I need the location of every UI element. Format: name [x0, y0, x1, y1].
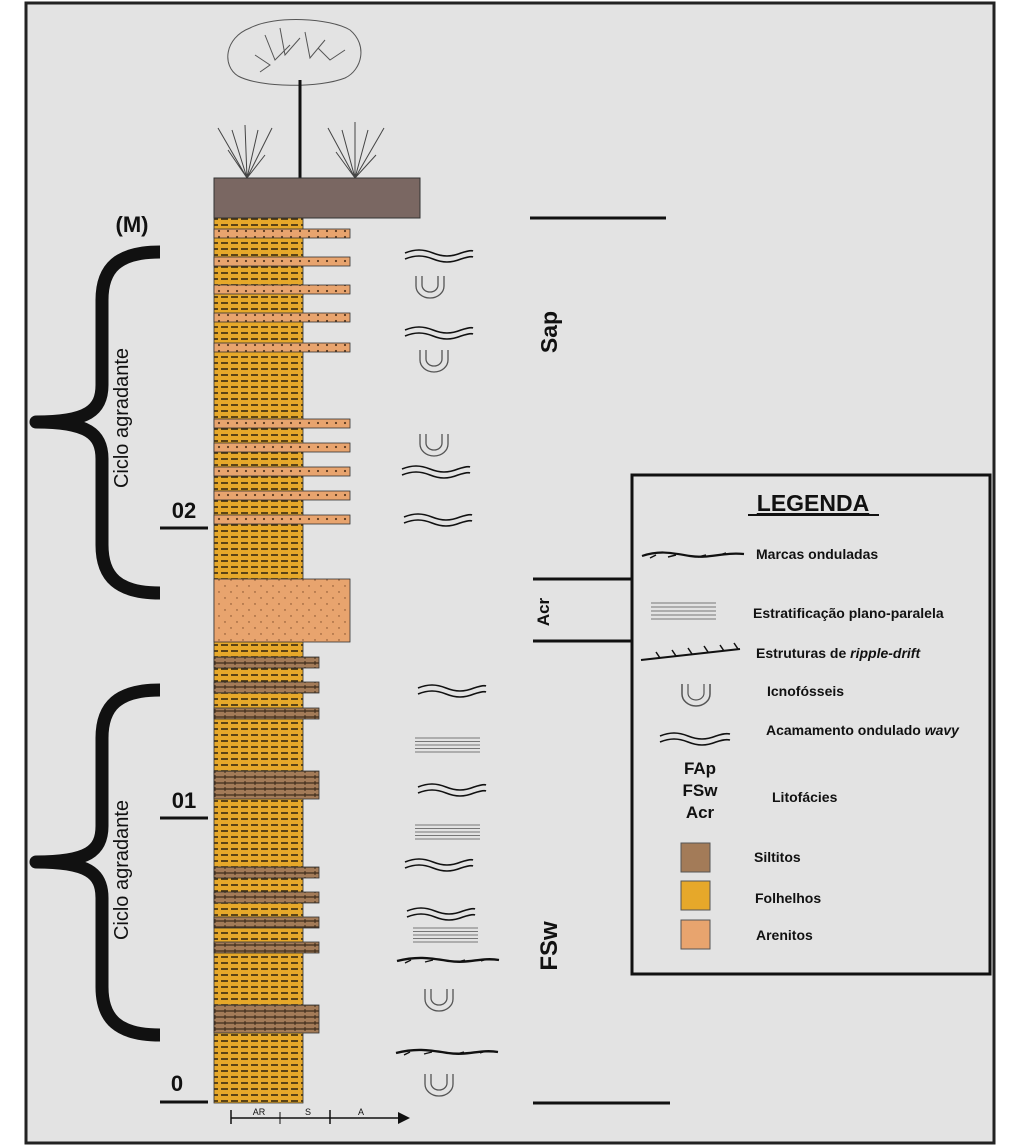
facies-label-acr: Acr [534, 597, 553, 626]
lithology-column [213, 217, 351, 1104]
wavy-bedding-icon [404, 858, 474, 872]
legend-label-siltito: Siltitos [754, 849, 801, 865]
legend-swatch-siltito [680, 842, 711, 873]
grass-icon [217, 122, 385, 179]
sandstone-bed [213, 284, 351, 295]
ichnofossil-icon [424, 1074, 454, 1097]
sandstone-bed [213, 442, 351, 453]
wavy-bedding-icon [404, 326, 474, 340]
sandstone-bed-acr [213, 578, 351, 643]
sandstone-bed [213, 514, 351, 525]
scale-label-01: 01 [172, 788, 196, 813]
sandstone-bed [213, 312, 351, 323]
facies-label-fsw: FSw [536, 921, 563, 971]
scale-label-0: 0 [171, 1071, 183, 1096]
legend-label-folhelho: Folhelhos [755, 890, 821, 906]
siltstone-bed [213, 891, 320, 904]
plane-parallel-icon [651, 602, 716, 620]
legend-label-arenito: Arenitos [756, 927, 813, 943]
legend-label-ichnofossil: Icnofósseis [767, 683, 844, 699]
legend-code-fap: FAp [684, 759, 716, 778]
soil-layer [213, 177, 421, 219]
grain-size-axis: AR S A [230, 1107, 410, 1124]
legend-code-fsw: FSw [683, 781, 719, 800]
legend-label-wavy: Acamamento ondulado wavy [766, 722, 960, 738]
legend-box [630, 473, 992, 976]
grain-label-ar: AR [253, 1107, 266, 1117]
ripple-drift-prefix: Estruturas de [756, 645, 850, 661]
upper-cycle-brace: Ciclo agradante [29, 245, 161, 600]
legend-code-acr: Acr [686, 803, 715, 822]
legend-title: LEGENDA [757, 490, 869, 516]
sandstone-bed [213, 418, 351, 429]
wavy-prefix: Acamamento ondulado [766, 722, 925, 738]
ripple-drift-icon [640, 642, 741, 661]
wavy-bedding-icon [404, 249, 474, 263]
sandstone-bed [213, 490, 351, 501]
sandstone-bed [213, 256, 351, 267]
legend-label-lithofacies: Litofácies [772, 789, 838, 805]
ripple-marks-icon [403, 1050, 487, 1056]
lower-cycle-label: Ciclo agradante [111, 800, 133, 940]
legend: LEGENDA Marcas onduladas Estratificação … [630, 473, 992, 976]
upper-cycle-label: Ciclo agradante [111, 348, 133, 488]
legend-label-ripple-marks: Marcas onduladas [756, 546, 878, 562]
sandstone-bed [213, 466, 351, 477]
structure-symbols [395, 249, 500, 1097]
wavy-bedding-icon [401, 465, 471, 479]
legend-label-plane-parallel: Estratificação plano-paralela [753, 605, 944, 621]
siltstone-bed [213, 681, 320, 694]
ichnofossil-icon [415, 276, 445, 299]
legend-swatch-arenito [680, 919, 711, 950]
scale-unit-label: (M) [116, 212, 149, 237]
wavy-bedding-icon [659, 732, 731, 746]
ichnofossil-icon [424, 989, 454, 1012]
wavy-bedding-icon [417, 684, 487, 698]
grain-label-s: S [305, 1107, 311, 1117]
ripple-drift-em: ripple-drift [850, 645, 921, 661]
siltstone-bed [213, 916, 320, 929]
siltstone-bed [213, 707, 320, 720]
ichnofossil-icon [419, 434, 449, 457]
legend-swatch-folhelho [680, 880, 711, 911]
scale-label-02: 02 [172, 498, 196, 523]
tree-icon [227, 19, 362, 178]
wavy-em: wavy [925, 722, 960, 738]
siltstone-bed [213, 866, 320, 879]
siltstone-bed [213, 770, 320, 800]
ripple-marks-icon [641, 551, 745, 559]
legend-label-ripple-drift: Estruturas de ripple-drift [756, 645, 921, 661]
facies-label-sap: Sap [536, 311, 562, 353]
siltstone-bed [213, 1004, 320, 1034]
grain-label-a: A [358, 1107, 364, 1117]
wavy-bedding-icon [406, 907, 476, 921]
lower-cycle-brace: Ciclo agradante [29, 683, 161, 1042]
ichnofossil-icon [419, 350, 449, 373]
siltstone-bed [213, 656, 320, 669]
ripple-marks-icon [404, 958, 488, 964]
sandstone-bed [213, 342, 351, 353]
sandstone-bed [213, 228, 351, 239]
siltstone-bed [213, 941, 320, 954]
wavy-bedding-icon [417, 783, 487, 797]
wavy-bedding-icon [403, 513, 473, 527]
ichnofossil-icon [681, 684, 711, 707]
